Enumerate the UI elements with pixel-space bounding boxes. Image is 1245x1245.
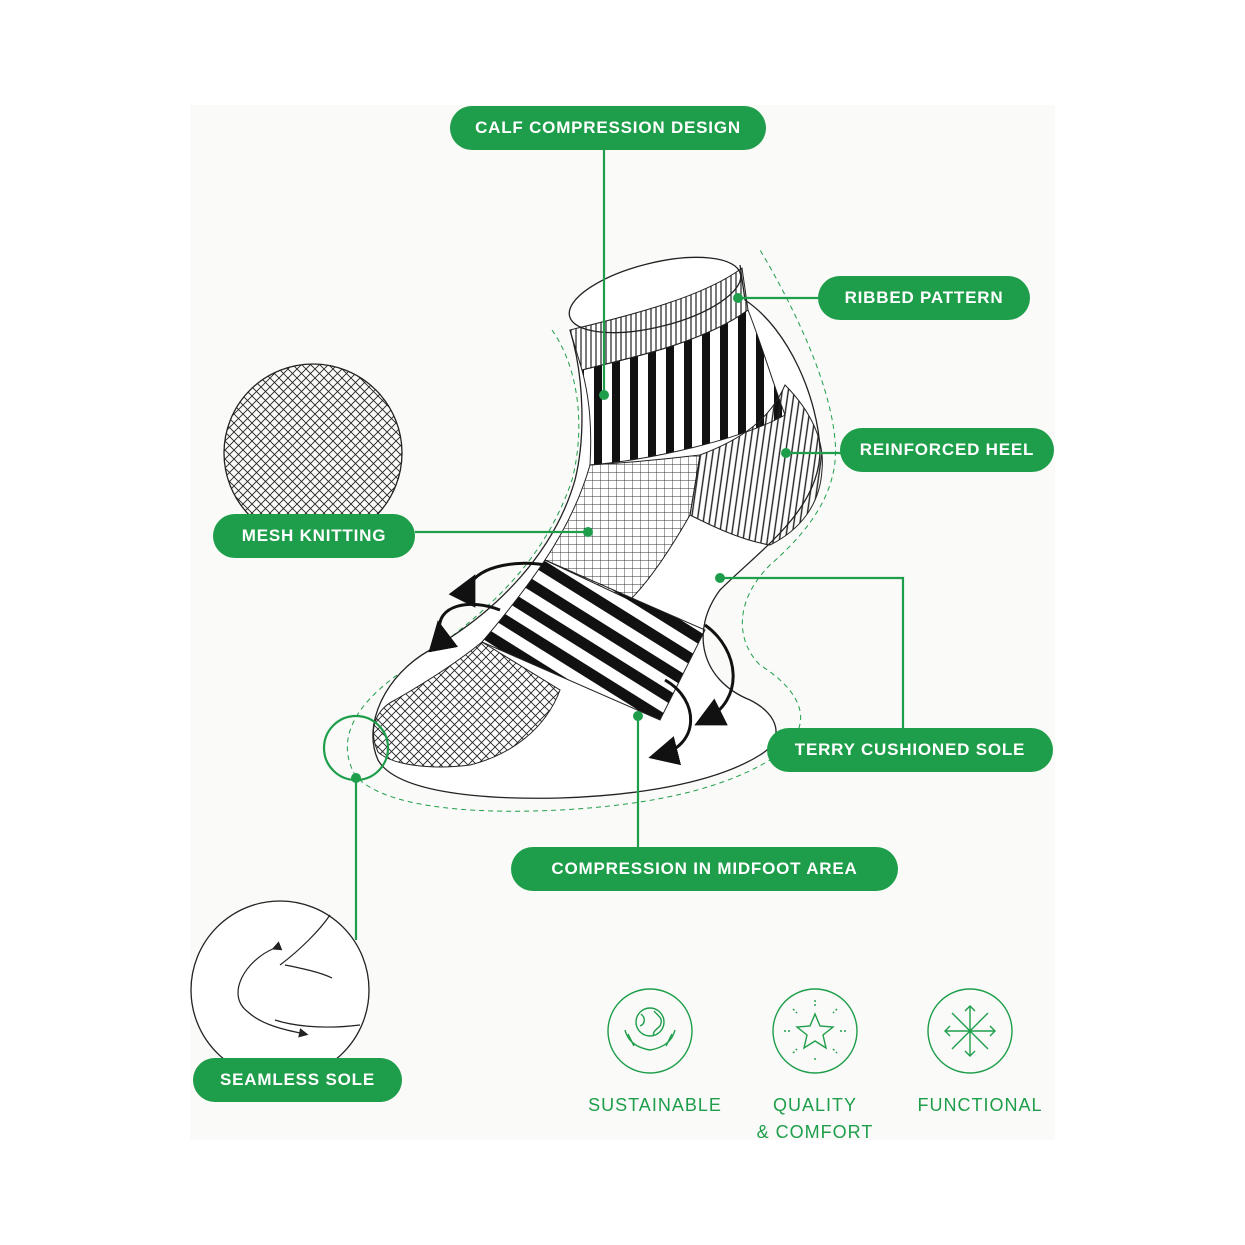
callout-ribbed-pattern: RIBBED PATTERN (818, 276, 1030, 320)
feature-functional-label: FUNCTIONAL (917, 1095, 1043, 1115)
heel-panel (689, 384, 823, 546)
compression-arrow-3 (694, 623, 735, 726)
callout-terry-sole: TERRY CUSHIONED SOLE (767, 728, 1053, 772)
star-burst-icon (772, 988, 858, 1074)
feature-sustainable-label: SUSTAINABLE (588, 1095, 722, 1115)
midfoot-stripes (481, 559, 706, 721)
globe-hands-icon (607, 988, 693, 1074)
feature-quality-label: QUALITY (772, 1095, 858, 1115)
feature-functional: FUNCTIONAL (900, 1092, 1060, 1119)
callout-mesh-knitting: MESH KNITTING (213, 514, 415, 558)
seamless-detail-circle (190, 900, 370, 1080)
leader-lines (354, 148, 905, 940)
feature-sustainable: SUSTAINABLE (575, 1092, 735, 1119)
compression-arrow-4 (648, 678, 693, 766)
compression-arrow-1 (448, 561, 546, 608)
callout-reinforced-heel: REINFORCED HEEL (840, 428, 1054, 472)
compression-arrow-2 (428, 602, 501, 653)
four-arrows-icon (927, 988, 1013, 1074)
toe-mesh (373, 641, 561, 768)
feature-comfort-label: & COMFORT (756, 1122, 874, 1142)
callout-midfoot-compression: COMPRESSION IN MIDFOOT AREA (511, 847, 898, 891)
seam-outline (346, 249, 837, 812)
callout-calf-compression: CALF COMPRESSION DESIGN (450, 106, 766, 150)
feature-quality-comfort: QUALITY & COMFORT (735, 1092, 895, 1146)
leader-dots (351, 293, 791, 783)
instep-mesh (544, 454, 701, 601)
callout-seamless-sole: SEAMLESS SOLE (193, 1058, 402, 1102)
